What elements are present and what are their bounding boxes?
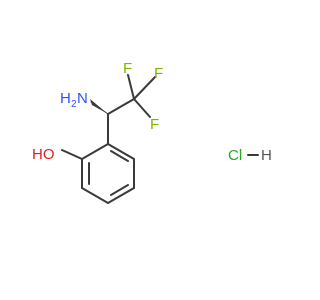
amine-subscript-label: 2 bbox=[71, 99, 77, 110]
chiral-to-cf3-bond bbox=[107, 98, 135, 115]
fluorine-right: F bbox=[150, 116, 159, 133]
cf-bond-3 bbox=[133, 98, 151, 118]
structure-diagram: H 2 N F F F HO Cl H bbox=[32, 60, 272, 204]
hydroxyl-label: HO bbox=[32, 146, 55, 163]
chlorine-label: Cl bbox=[228, 147, 242, 164]
amine-group: H 2 N bbox=[60, 90, 88, 110]
fluorine-top-right: F bbox=[154, 65, 163, 82]
ring-bond-1 bbox=[107, 143, 135, 160]
ring-bond-6 bbox=[81, 143, 109, 160]
amine-h-label: H bbox=[60, 90, 71, 107]
ring-bond-3 bbox=[107, 187, 135, 204]
hcl-salt: Cl H bbox=[228, 147, 272, 164]
ring-double-bond-a bbox=[110, 150, 129, 162]
cf-bond-1 bbox=[127, 74, 135, 100]
c-o-bond bbox=[61, 149, 83, 160]
cf-bond-2 bbox=[133, 76, 156, 100]
ring-bond-4 bbox=[81, 187, 109, 204]
amine-n-label: N bbox=[77, 90, 88, 107]
hydrogen-label: H bbox=[261, 147, 272, 164]
ring-double-bond-b bbox=[110, 184, 129, 196]
wedge-edge bbox=[90, 101, 109, 115]
benzene-ring bbox=[81, 143, 135, 204]
fluorine-top-left: F bbox=[123, 60, 132, 77]
